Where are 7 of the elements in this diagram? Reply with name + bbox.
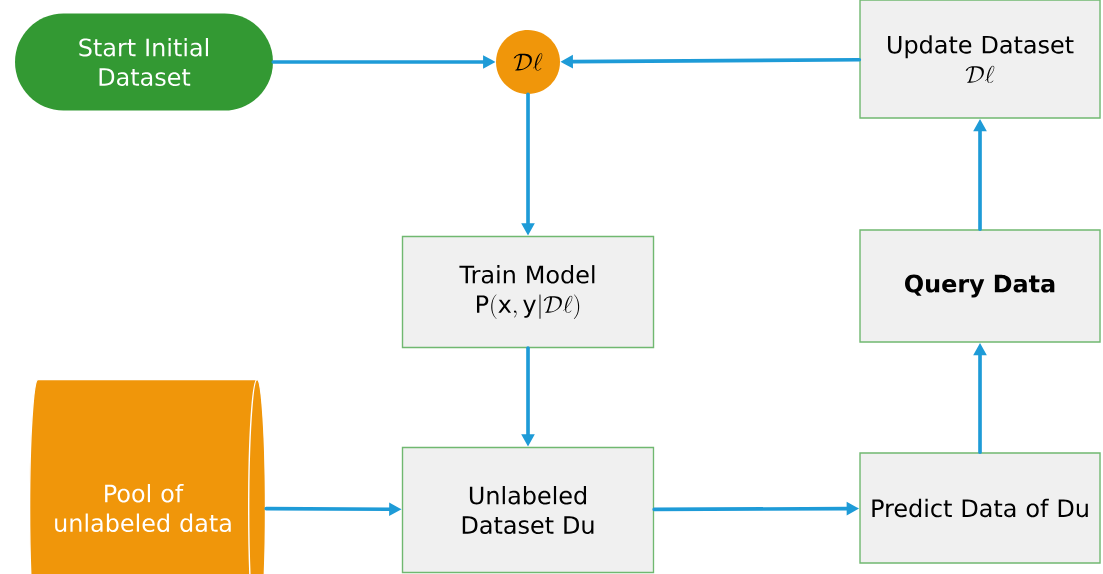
start-terminal: Start Initial Dataset (15, 13, 273, 111)
process-box: Query Data (859, 229, 1101, 343)
database-cylinder: Pool of unlabeled data (28, 378, 267, 574)
process-box: Unlabeled Dataset Du (401, 446, 655, 574)
process-box: Predict Data of Du (859, 452, 1101, 564)
process-box: Train Model $\mathrm{P}(\mathrm{x},\mathrm{y}|\mathcal{D}\ell)$ (401, 235, 655, 349)
process-box: Update Dataset $\mathcal{D}\ell$ (859, 0, 1101, 119)
